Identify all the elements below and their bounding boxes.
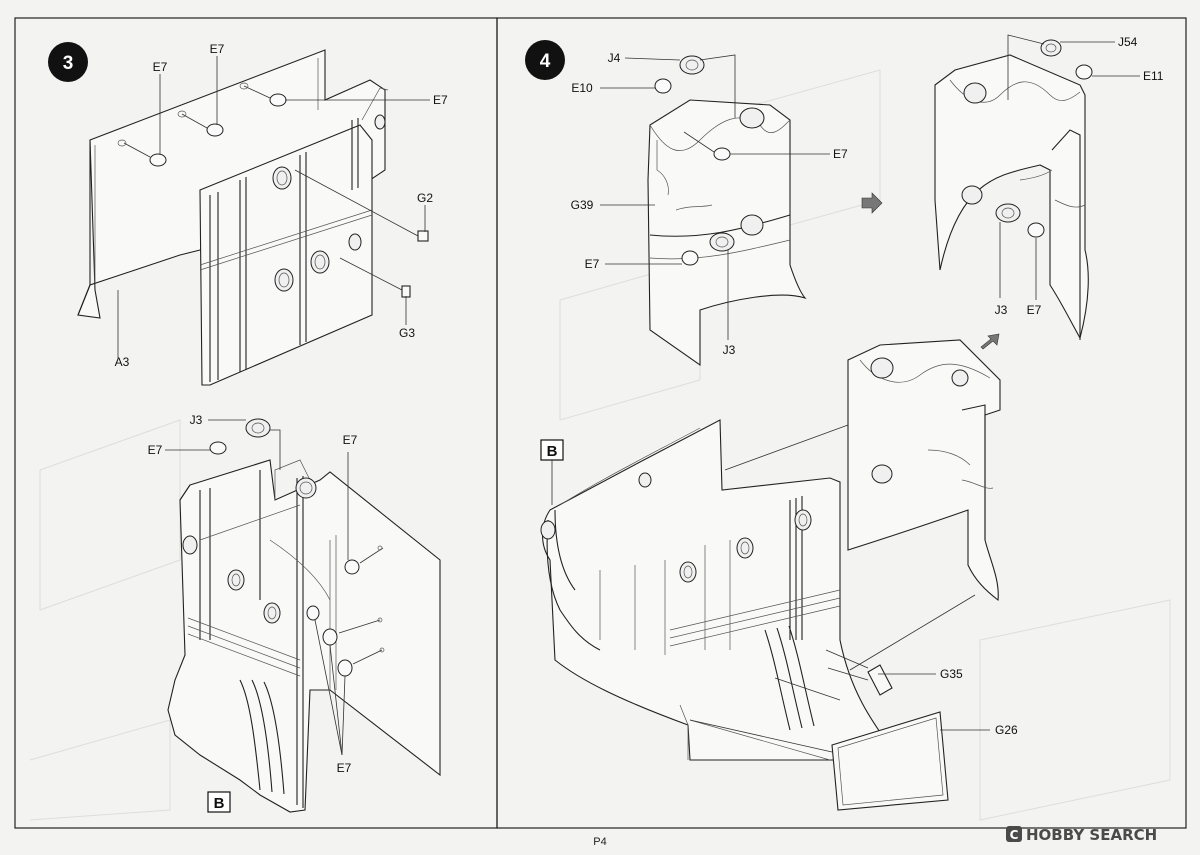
step4-cylinder-g39 xyxy=(600,54,830,367)
label-e7-4b: E7 xyxy=(585,257,600,271)
step3-lower-labels: J3 E7 E7 E7 xyxy=(148,413,358,775)
label-a3: A3 xyxy=(115,355,130,369)
step4-main-hull xyxy=(540,419,902,761)
page-number: P4 xyxy=(593,836,606,848)
svg-text:B: B xyxy=(214,795,225,812)
step3-upper-labels: E7 E7 E7 A3 G2 G3 xyxy=(115,42,448,369)
hobby-search-watermark: C HOBBY SEARCH xyxy=(1006,826,1157,844)
step4-subassembly-box: B xyxy=(540,439,564,461)
step-4-badge: 4 xyxy=(525,40,565,80)
label-e7-4c: E7 xyxy=(1027,303,1042,317)
watermark-logo-icon: C xyxy=(1010,828,1019,842)
label-e7-a: E7 xyxy=(153,60,168,74)
step-3-number: 3 xyxy=(63,53,74,74)
step-4-number: 4 xyxy=(540,51,551,72)
label-e7-4a: E7 xyxy=(833,147,848,161)
label-j4: J4 xyxy=(608,51,621,65)
label-g35: G35 xyxy=(940,667,963,681)
label-j3-4b: J3 xyxy=(995,303,1008,317)
step3-g2-g3-parts xyxy=(294,169,429,298)
label-e7-b: E7 xyxy=(210,42,225,56)
step4-bottom-labels: G35 G26 xyxy=(940,667,1018,737)
label-j3-4a: J3 xyxy=(723,343,736,357)
step4-flow-arrow-right xyxy=(861,192,883,214)
step3-lower-parts xyxy=(165,418,385,756)
label-g2: G2 xyxy=(417,191,433,205)
step3-panel-rings xyxy=(272,114,386,292)
step-3-badge: 3 xyxy=(48,42,88,82)
label-e10: E10 xyxy=(571,81,593,95)
step4-right-labels: J54 E11 J3 E7 xyxy=(995,35,1164,317)
step3-front-panel xyxy=(199,87,389,386)
label-e7-c: E7 xyxy=(433,93,448,107)
svg-text:B: B xyxy=(547,443,558,460)
label-g3: G3 xyxy=(399,326,415,340)
label-g26: G26 xyxy=(995,723,1018,737)
step4-right-cylinder xyxy=(934,34,1140,340)
step3-e7-discs xyxy=(117,82,287,167)
label-j3: J3 xyxy=(190,413,203,427)
step3-subassembly-box: B xyxy=(207,791,231,813)
label-j54: J54 xyxy=(1118,35,1138,49)
label-e7-f: E7 xyxy=(337,761,352,775)
label-g39: G39 xyxy=(571,198,594,212)
label-e11: E11 xyxy=(1143,69,1164,83)
step-4-frame xyxy=(496,17,1187,829)
step3-lower-rings xyxy=(182,477,317,624)
step4-left-labels: J4 E10 E7 G39 E7 J3 xyxy=(571,51,848,357)
label-e7-e: E7 xyxy=(343,433,358,447)
step3-lower-assembly xyxy=(167,459,441,813)
step4-final-cylinder xyxy=(724,339,1001,671)
watermark-text: HOBBY SEARCH xyxy=(1026,826,1157,844)
step4-flow-arrow-down xyxy=(980,333,1000,350)
step4-g35-g26-parts xyxy=(689,649,990,811)
label-e7-d: E7 xyxy=(148,443,163,457)
